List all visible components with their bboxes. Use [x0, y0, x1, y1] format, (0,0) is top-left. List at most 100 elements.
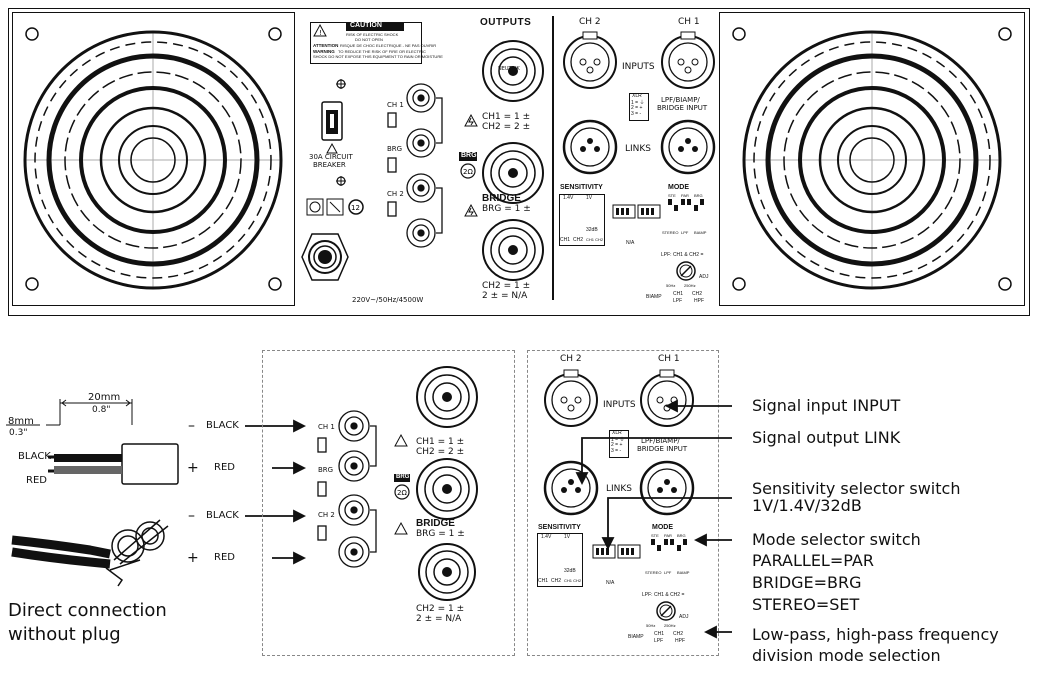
sens-label-3: 32dB [586, 227, 598, 233]
xlr-input-ch2[interactable] [560, 31, 620, 92]
detail-sensitivity-title: SENSITIVITY [538, 524, 581, 531]
detail-ch2-hpf: CH2 [673, 631, 684, 637]
brg-badge-text: BRG [461, 152, 477, 159]
cable-connection-icon [11, 519, 169, 587]
callout-mode-brg: BRIDGE=BRG [752, 573, 862, 592]
mode-brg: BRG [694, 193, 703, 198]
xlr-link-ch2[interactable] [560, 117, 620, 177]
out1-text-1: CH1 = 1 ± [482, 112, 531, 122]
detail-speakon-3[interactable] [412, 540, 482, 606]
callout-mode-title: Mode selector switch [752, 530, 921, 549]
warning-text: TO REDUCE THE RISK OF FIRE OR ELECTRIC [338, 49, 426, 54]
ch1-lpf: CH1 [673, 291, 684, 297]
power-spec: 220V~/50Hz/4500W [352, 296, 424, 304]
caution-title: CAUTION [350, 22, 382, 29]
power-cord-gland-icon [301, 233, 349, 281]
detail-freq-1: 50Hz [646, 623, 656, 628]
strip-dimension-lines [6, 399, 133, 426]
detail-bridge-title: BRIDGE [416, 518, 455, 529]
bridge-title: BRIDGE [482, 193, 521, 204]
lpf-word: LPF [673, 298, 683, 304]
input-text-1: LPF/BIAMP/ [661, 96, 700, 104]
freq-1: 50Hz [666, 283, 676, 288]
speakon-output-1[interactable] [478, 36, 548, 106]
detail-ch1-label: CH 1 [318, 423, 335, 431]
dip-switch-sensitivity[interactable] [612, 204, 662, 220]
frequency-knob-icon[interactable] [675, 260, 697, 282]
speakon-output-3[interactable] [478, 218, 548, 284]
detail-xlr-box-2: 2 = + [611, 442, 623, 448]
dip-switch-mode[interactable] [667, 198, 707, 220]
caution-line2: DO NOT OPEN [355, 37, 383, 42]
callout-filter-2: division mode selection [752, 646, 941, 665]
detail-brg-label: BRG [318, 466, 334, 474]
detail-xlr-box-title: XLR [612, 430, 622, 436]
sens-ch12: CH1 CH2 [586, 237, 604, 242]
adj-label: ADJ [699, 274, 709, 280]
detail-xlr-ch1-label: CH 1 [658, 354, 680, 364]
callout-mode-set: STEREO=SET [752, 595, 860, 614]
xlr-input-ch1[interactable] [658, 31, 718, 92]
detail-xlr-input-ch2[interactable] [541, 369, 601, 430]
attention-label: ATTENTION [313, 43, 339, 48]
xlr-link-ch1[interactable] [658, 117, 718, 177]
legend-sign-3: – [188, 508, 195, 524]
detail-mode-stereo: STE [651, 533, 659, 538]
breaker-label-1: 30A CIRCUIT [309, 153, 353, 161]
detail-mode-brg: BRG [677, 533, 686, 538]
detail-speakon-1[interactable] [412, 362, 482, 432]
detail-speakon-2[interactable] [412, 456, 482, 522]
binding-posts-detail[interactable] [312, 408, 402, 578]
detail-out1-text-1: CH1 = 1 ± [416, 437, 465, 447]
sens-label-1: 1.4V [563, 195, 574, 201]
warning-triangle-icon [464, 203, 478, 217]
detail-bridge-text: BRG = 1 ± [416, 529, 465, 539]
detail-out3-text-2: 2 ± = N/A [416, 614, 462, 624]
left-fan-icon [23, 27, 283, 291]
detail-biamp-text: BIAMP [677, 570, 690, 575]
detail-xlr-link-ch1[interactable] [637, 458, 697, 518]
lpf-line: LPF: CH1 & CH2 = [661, 252, 704, 258]
legend-sign-1: – [188, 418, 195, 434]
brg-badge [459, 152, 477, 161]
right-fan-icon [732, 27, 1012, 291]
na-text: N/A [626, 240, 635, 246]
detail-dip-switch-mode[interactable] [650, 538, 690, 560]
warning-text2: SHOCK DO NOT EXPOSE THIS EQUIPMENT TO RA… [313, 54, 443, 59]
legend-sign-4: + [187, 550, 199, 566]
detail-sens-3: 32dB [564, 568, 576, 574]
detail-frequency-knob-icon[interactable] [655, 600, 677, 622]
biamp-line: BIAMP [646, 294, 662, 300]
detail-xlr-link-ch2[interactable] [541, 458, 601, 518]
detail-na-text: N/A [606, 580, 615, 586]
callout-input: Signal input INPUT [752, 396, 901, 415]
detail-dip-switch-sensitivity[interactable] [592, 544, 642, 560]
input-text-2: BRIDGE INPUT [657, 104, 708, 112]
stripped-cable-icon [48, 443, 179, 485]
legend-color-4: RED [214, 552, 235, 563]
detail-warning-icon [394, 521, 408, 535]
out3-text-1: CH2 = 1 ± [482, 281, 531, 291]
caution-line1: RISK OF ELECTRIC SHOCK [346, 32, 399, 37]
attention-text: RISQUE DE CHOC ELECTRIQUE - NE PAS OUVRI… [340, 43, 437, 48]
dim-08: 0.8" [92, 405, 111, 415]
dim-8mm: 8mm [8, 416, 34, 427]
caption-line-2: without plug [8, 624, 121, 645]
right-fan-plate [719, 12, 1025, 306]
detail-stereo-text: STEREO [645, 570, 662, 575]
callout-link: Signal output LINK [752, 428, 901, 447]
detail-ohm-icon: 2Ω [394, 484, 410, 500]
speakon-output-2[interactable] [478, 138, 548, 208]
sens-ch2: CH2 [573, 237, 584, 243]
mode-title: MODE [668, 184, 689, 191]
xlr-pinout-box [629, 93, 649, 121]
detail-xlr-ch2-label: CH 2 [560, 354, 582, 364]
mode-par: PAR [681, 193, 689, 198]
detail-out1-text-2: CH2 = 2 ± [416, 447, 465, 457]
binding-posts-top[interactable] [386, 76, 466, 266]
dim-20mm: 20mm [88, 392, 121, 403]
circuit-breaker-icon[interactable] [314, 100, 350, 144]
xlr-box-2: 2 = + [631, 105, 643, 111]
xlr-ch2-label: CH 2 [579, 17, 601, 27]
out1-text-2: CH2 = 2 ± [482, 122, 531, 132]
